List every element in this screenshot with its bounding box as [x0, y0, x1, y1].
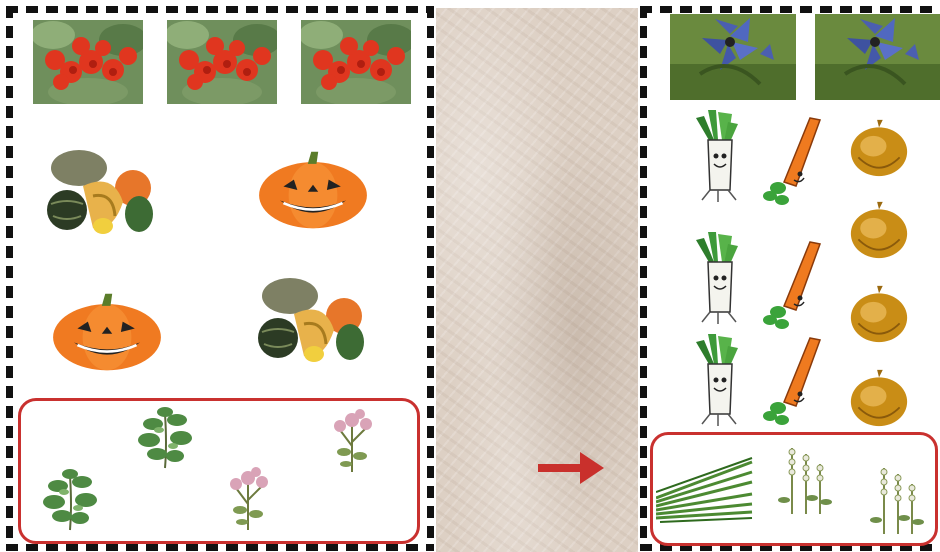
pink-herb-image — [330, 406, 380, 476]
pumpkin-image — [250, 150, 376, 230]
squash-image — [254, 270, 366, 366]
blue-flower-image — [815, 14, 940, 100]
right-arrow-icon — [534, 448, 608, 488]
chives-image — [656, 452, 754, 526]
pink-herb-image — [226, 464, 276, 534]
left-panel-border-right — [427, 6, 434, 551]
red-flowers-image — [167, 20, 277, 104]
leek-image — [688, 232, 748, 326]
leek-image — [688, 334, 748, 428]
onion-image — [846, 118, 912, 178]
right-panel-border-top — [640, 6, 940, 13]
pumpkin-image — [44, 292, 170, 372]
left-panel-border-top — [6, 6, 434, 13]
carrot-image — [760, 116, 826, 208]
onion-image — [846, 200, 912, 260]
squash-image — [43, 142, 155, 238]
onion-image — [846, 284, 912, 344]
red-flowers-image — [33, 20, 143, 104]
left-panel-border-bottom — [6, 544, 434, 551]
onion-image — [846, 368, 912, 428]
leek-image — [688, 110, 748, 204]
green-herb-image — [40, 466, 100, 532]
white-herb-image — [776, 440, 836, 518]
carrot-image — [760, 336, 826, 428]
blue-flower-image — [670, 14, 796, 100]
left-panel-border-left — [6, 6, 13, 551]
white-herb-image — [868, 460, 928, 538]
right-panel-border-left — [640, 6, 647, 551]
red-flowers-image — [301, 20, 411, 104]
green-herb-image — [135, 404, 195, 470]
carrot-image — [760, 240, 826, 332]
